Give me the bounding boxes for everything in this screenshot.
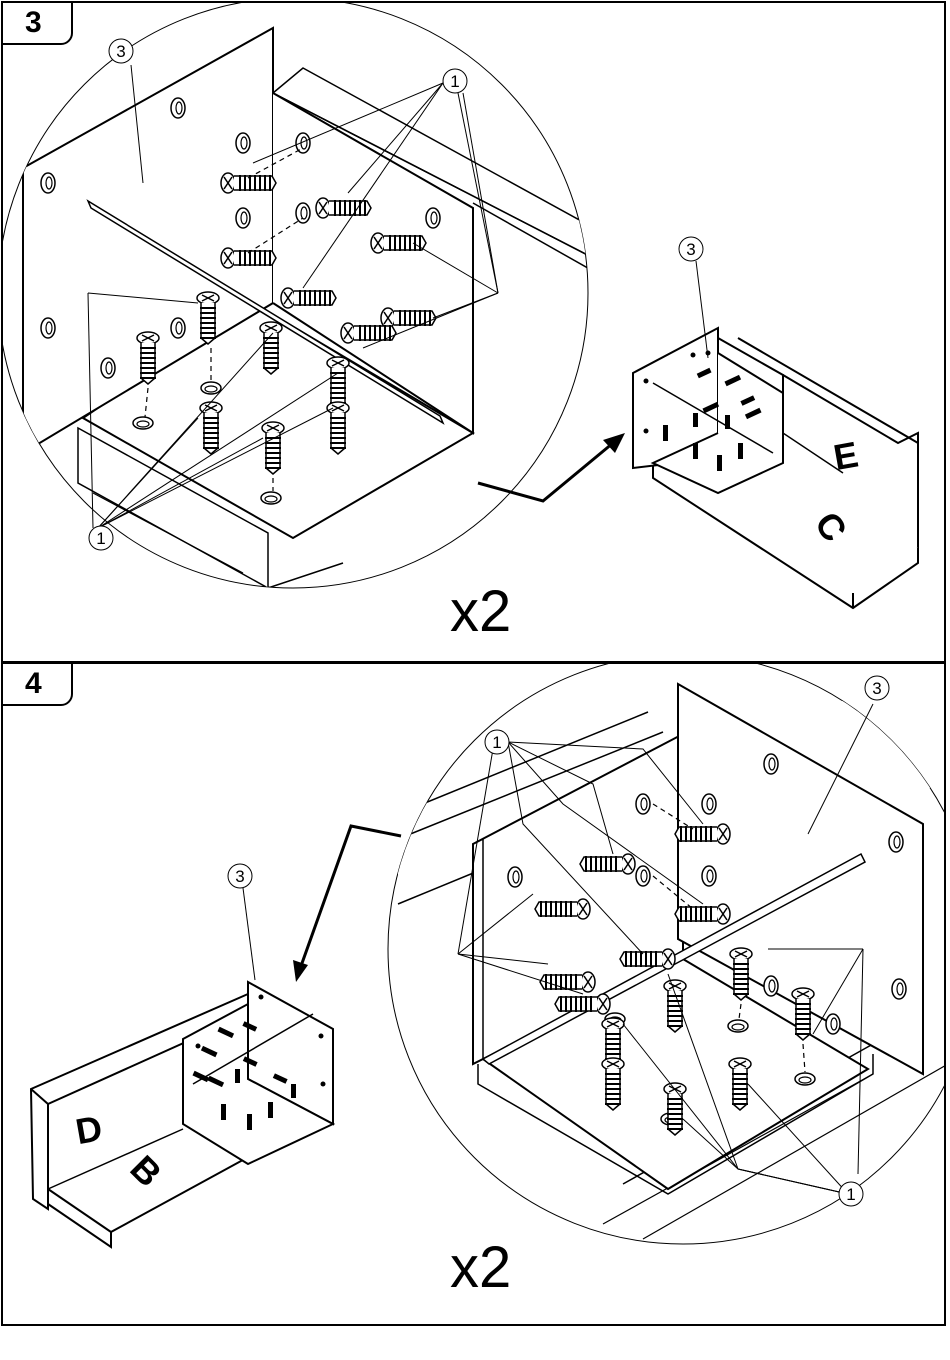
callout-3-top: 3 (865, 676, 889, 700)
svg-text:3: 3 (235, 867, 244, 886)
step-3-illustration: 3 1 1 (3, 3, 946, 663)
svg-text:1: 1 (96, 529, 105, 548)
assembled-cabinet-small: E C (633, 328, 918, 608)
callout-1-top: 1 (443, 69, 467, 93)
assembled-cabinet-small: D B (31, 982, 333, 1247)
svg-text:3: 3 (686, 240, 695, 259)
quantity-label: x2 (450, 583, 511, 641)
callout-3-small: 3 (228, 864, 255, 980)
callout-3-top: 3 (109, 39, 133, 63)
step-4-illustration: 1 1 3 (3, 664, 946, 1326)
svg-text:1: 1 (846, 1185, 855, 1204)
svg-text:1: 1 (492, 733, 501, 752)
panel-label-D: D (72, 1107, 105, 1152)
svg-text:1: 1 (450, 72, 459, 91)
quantity-label: x2 (450, 1239, 511, 1297)
callout-1-bottom: 1 (89, 526, 113, 550)
svg-text:3: 3 (116, 42, 125, 61)
step-4-panel: 4 (1, 662, 946, 1326)
svg-text:3: 3 (872, 679, 881, 698)
callout-1-top: 1 (485, 730, 509, 754)
step-3-panel: 3 (1, 1, 946, 663)
callout-1-bottom: 1 (839, 1182, 863, 1206)
